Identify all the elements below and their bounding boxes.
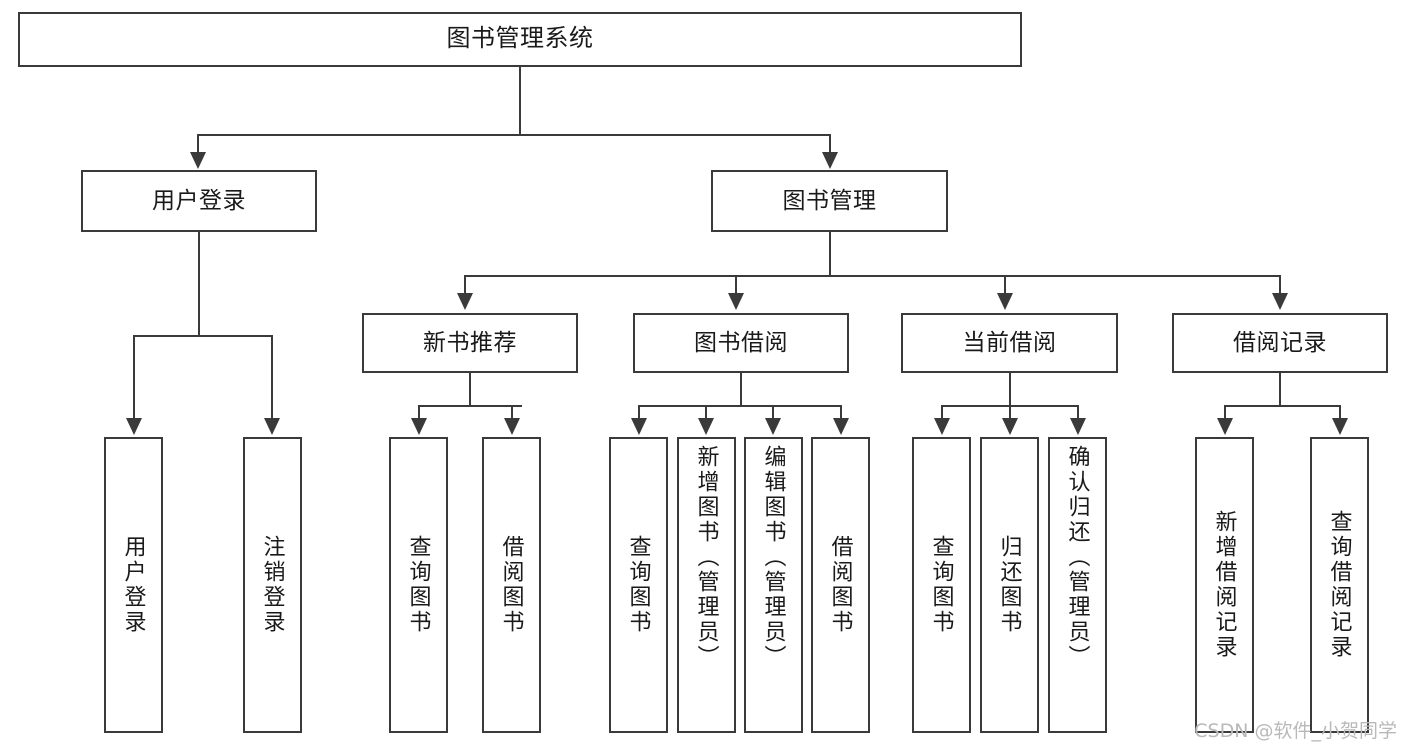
leaf-user-login-2[interactable]: 注销登录 [243,437,302,733]
arrow-book-borrow-leaf-1 [631,418,647,435]
arrow-new-book-leaf-1 [411,418,427,435]
leaf-book-borrow-1[interactable]: 查询图书 [609,437,668,733]
node-label: 新增借阅记录 [1212,510,1238,660]
watermark-text: CSDN @软件_小贺同学 [1194,720,1397,742]
connector-book-borrow-bus [638,405,841,407]
connector-current-borrow-drop-1 [941,405,943,419]
connector-borrow-record-drop-2 [1339,405,1341,419]
connector-book-manage-stem [829,232,831,277]
node-label: 图书借阅 [694,329,788,356]
connector-borrow-record-drop-1 [1224,405,1226,419]
arrow-borrow-record-leaf-1 [1217,418,1233,435]
node-label: 查询借阅记录 [1327,510,1353,660]
node-label: 确认归还（管理员） [1065,445,1091,670]
leaf-current-borrow-3[interactable]: 确认归还（管理员） [1048,437,1107,733]
node-new-book-recommend[interactable]: 新书推荐 [362,313,578,373]
arrow-current-borrow-leaf-3 [1070,418,1086,435]
node-label: 借阅图书 [828,535,854,635]
arrow-current-borrow-leaf-2 [1002,418,1018,435]
node-label: 用户登录 [121,535,147,635]
connector-current-borrow-drop-3 [1077,405,1079,419]
arrow-book-borrow-leaf-3 [765,418,781,435]
node-borrow-record[interactable]: 借阅记录 [1172,313,1388,373]
connector-book-borrow-stem [740,373,742,406]
node-current-borrow[interactable]: 当前借阅 [901,313,1118,373]
leaf-borrow-record-1[interactable]: 新增借阅记录 [1195,437,1254,733]
arrow-borrow-record-leaf-2 [1332,418,1348,435]
connector-book-borrow-drop-3 [772,405,774,419]
connector-new-book-bus [418,405,522,407]
node-label: 当前借阅 [962,329,1057,356]
node-label: 新书推荐 [423,329,517,356]
connector-borrow-record-bus [1224,405,1341,407]
arrow-current-borrow-leaf-1 [934,418,950,435]
connector-to-current-borrow [1004,275,1006,295]
arrow-user-login-leaf-2 [264,418,280,435]
arrow-new-book-leaf-2 [504,418,520,435]
arrow-book-borrow-leaf-4 [833,418,849,435]
connector-current-borrow-drop-2 [1009,405,1011,419]
connector-root-bus [197,134,831,136]
leaf-book-borrow-3[interactable]: 编辑图书（管理员） [744,437,803,733]
node-label: 借阅记录 [1233,329,1327,356]
leaf-new-book-1[interactable]: 查询图书 [389,437,448,733]
arrow-to-current-borrow [997,293,1013,310]
leaf-borrow-record-2[interactable]: 查询借阅记录 [1310,437,1369,733]
leaf-book-borrow-2[interactable]: 新增图书（管理员） [677,437,736,733]
arrow-user-login-leaf-1 [126,418,142,435]
connector-user-login-drop-1 [133,335,135,419]
arrow-to-borrow-record [1272,293,1288,310]
connector-user-login-bus [133,335,272,337]
node-label: 查询图书 [929,535,955,635]
connector-root-stem [519,67,521,134]
connector-current-borrow-stem [1009,373,1011,406]
node-label: 归还图书 [997,535,1023,635]
connector-to-new-book [464,275,466,295]
connector-level3-bus [464,275,1280,277]
connector-user-login-stem [198,232,200,336]
arrow-to-book-borrow [728,293,744,310]
connector-to-borrow-record [1279,275,1281,295]
arrow-book-borrow-leaf-2 [698,418,714,435]
node-user-login[interactable]: 用户登录 [81,170,317,232]
node-book-management[interactable]: 图书管理 [711,170,948,232]
arrow-to-new-book [457,293,473,310]
connector-book-borrow-drop-4 [840,405,842,419]
connector-book-borrow-drop-1 [638,405,640,419]
node-label: 编辑图书（管理员） [761,445,787,670]
connector-new-book-stem [469,373,471,406]
leaf-new-book-2[interactable]: 借阅图书 [482,437,541,733]
node-label: 查询图书 [626,535,652,635]
node-label: 图书管理 [782,187,877,214]
connector-book-borrow-drop-2 [705,405,707,419]
node-label: 新增图书（管理员） [694,445,720,670]
connector-new-book-drop-2 [511,405,513,419]
leaf-current-borrow-2[interactable]: 归还图书 [980,437,1039,733]
connector-borrow-record-stem [1279,373,1281,406]
leaf-user-login-1[interactable]: 用户登录 [104,437,163,733]
connector-new-book-drop-1 [418,405,420,419]
node-label: 图书管理系统 [446,25,594,53]
node-label: 用户登录 [152,187,246,214]
node-label: 注销登录 [260,535,286,635]
connector-root-to-user-login [197,134,199,154]
leaf-current-borrow-1[interactable]: 查询图书 [912,437,971,733]
connector-root-to-book-manage [829,134,831,154]
connector-user-login-drop-2 [271,335,273,419]
leaf-book-borrow-4[interactable]: 借阅图书 [811,437,870,733]
node-label: 借阅图书 [499,535,525,635]
connector-to-book-borrow [735,275,737,295]
node-book-borrow[interactable]: 图书借阅 [633,313,849,373]
node-root-system[interactable]: 图书管理系统 [18,12,1022,67]
node-label: 查询图书 [406,535,432,635]
arrow-root-to-user-login [190,152,206,169]
arrow-root-to-book-manage [822,152,838,169]
